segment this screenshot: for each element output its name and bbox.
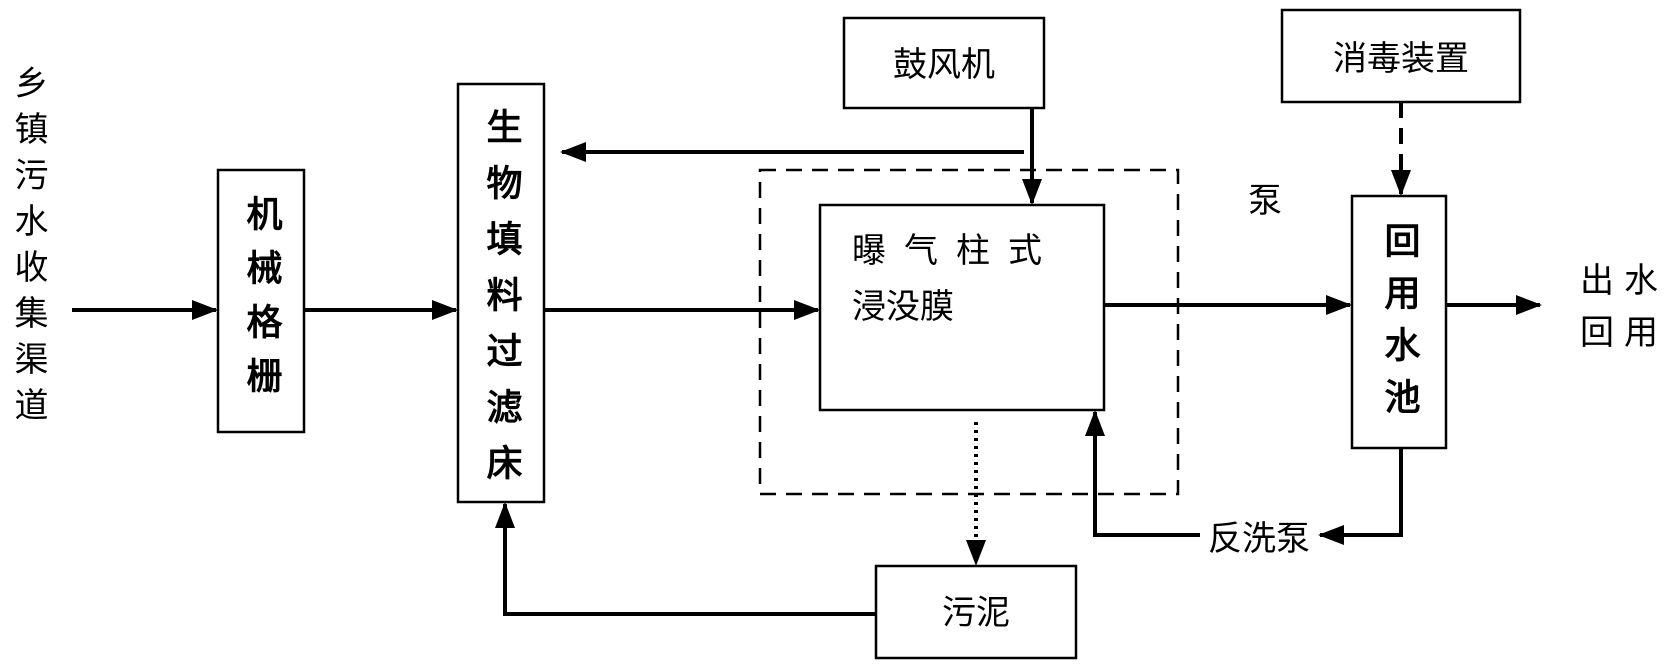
- membrane-boundary: [758, 168, 1180, 496]
- membrane-label-1: 曝气柱式: [852, 231, 1060, 271]
- sludge-label: 污泥: [942, 593, 1010, 633]
- arrow-sludge-to-biofilter: [495, 502, 876, 616]
- membrane-box: [818, 203, 1106, 412]
- reuse-pool-box: [1350, 194, 1448, 450]
- arrow-pool-to-backwash: [1318, 448, 1403, 545]
- output-label-2: 回用: [1580, 313, 1668, 353]
- grille-box: [216, 168, 306, 434]
- source-label: 乡镇污水收集渠道: [8, 65, 48, 433]
- disinfect-box: [1280, 8, 1522, 104]
- arrow-backwash-to-membrane: [1085, 410, 1200, 537]
- biofilter-label: 生物填料过滤床: [481, 108, 523, 500]
- reuse-pool-label: 回用水池: [1379, 222, 1421, 430]
- source-text: 乡镇污水收集渠道: [8, 65, 48, 433]
- grille-label: 机械格栅: [241, 195, 283, 411]
- blower-label: 鼓风机: [893, 45, 995, 85]
- biofilter-box: [456, 82, 546, 504]
- pump-label: 泵: [1248, 181, 1282, 221]
- output-label-1: 出水: [1580, 261, 1668, 301]
- disinfect-label: 消毒装置: [1333, 39, 1469, 79]
- backwash-pump-label: 反洗泵: [1208, 519, 1310, 559]
- membrane-label-2: 浸没膜: [852, 287, 954, 327]
- blower-box: [842, 16, 1046, 110]
